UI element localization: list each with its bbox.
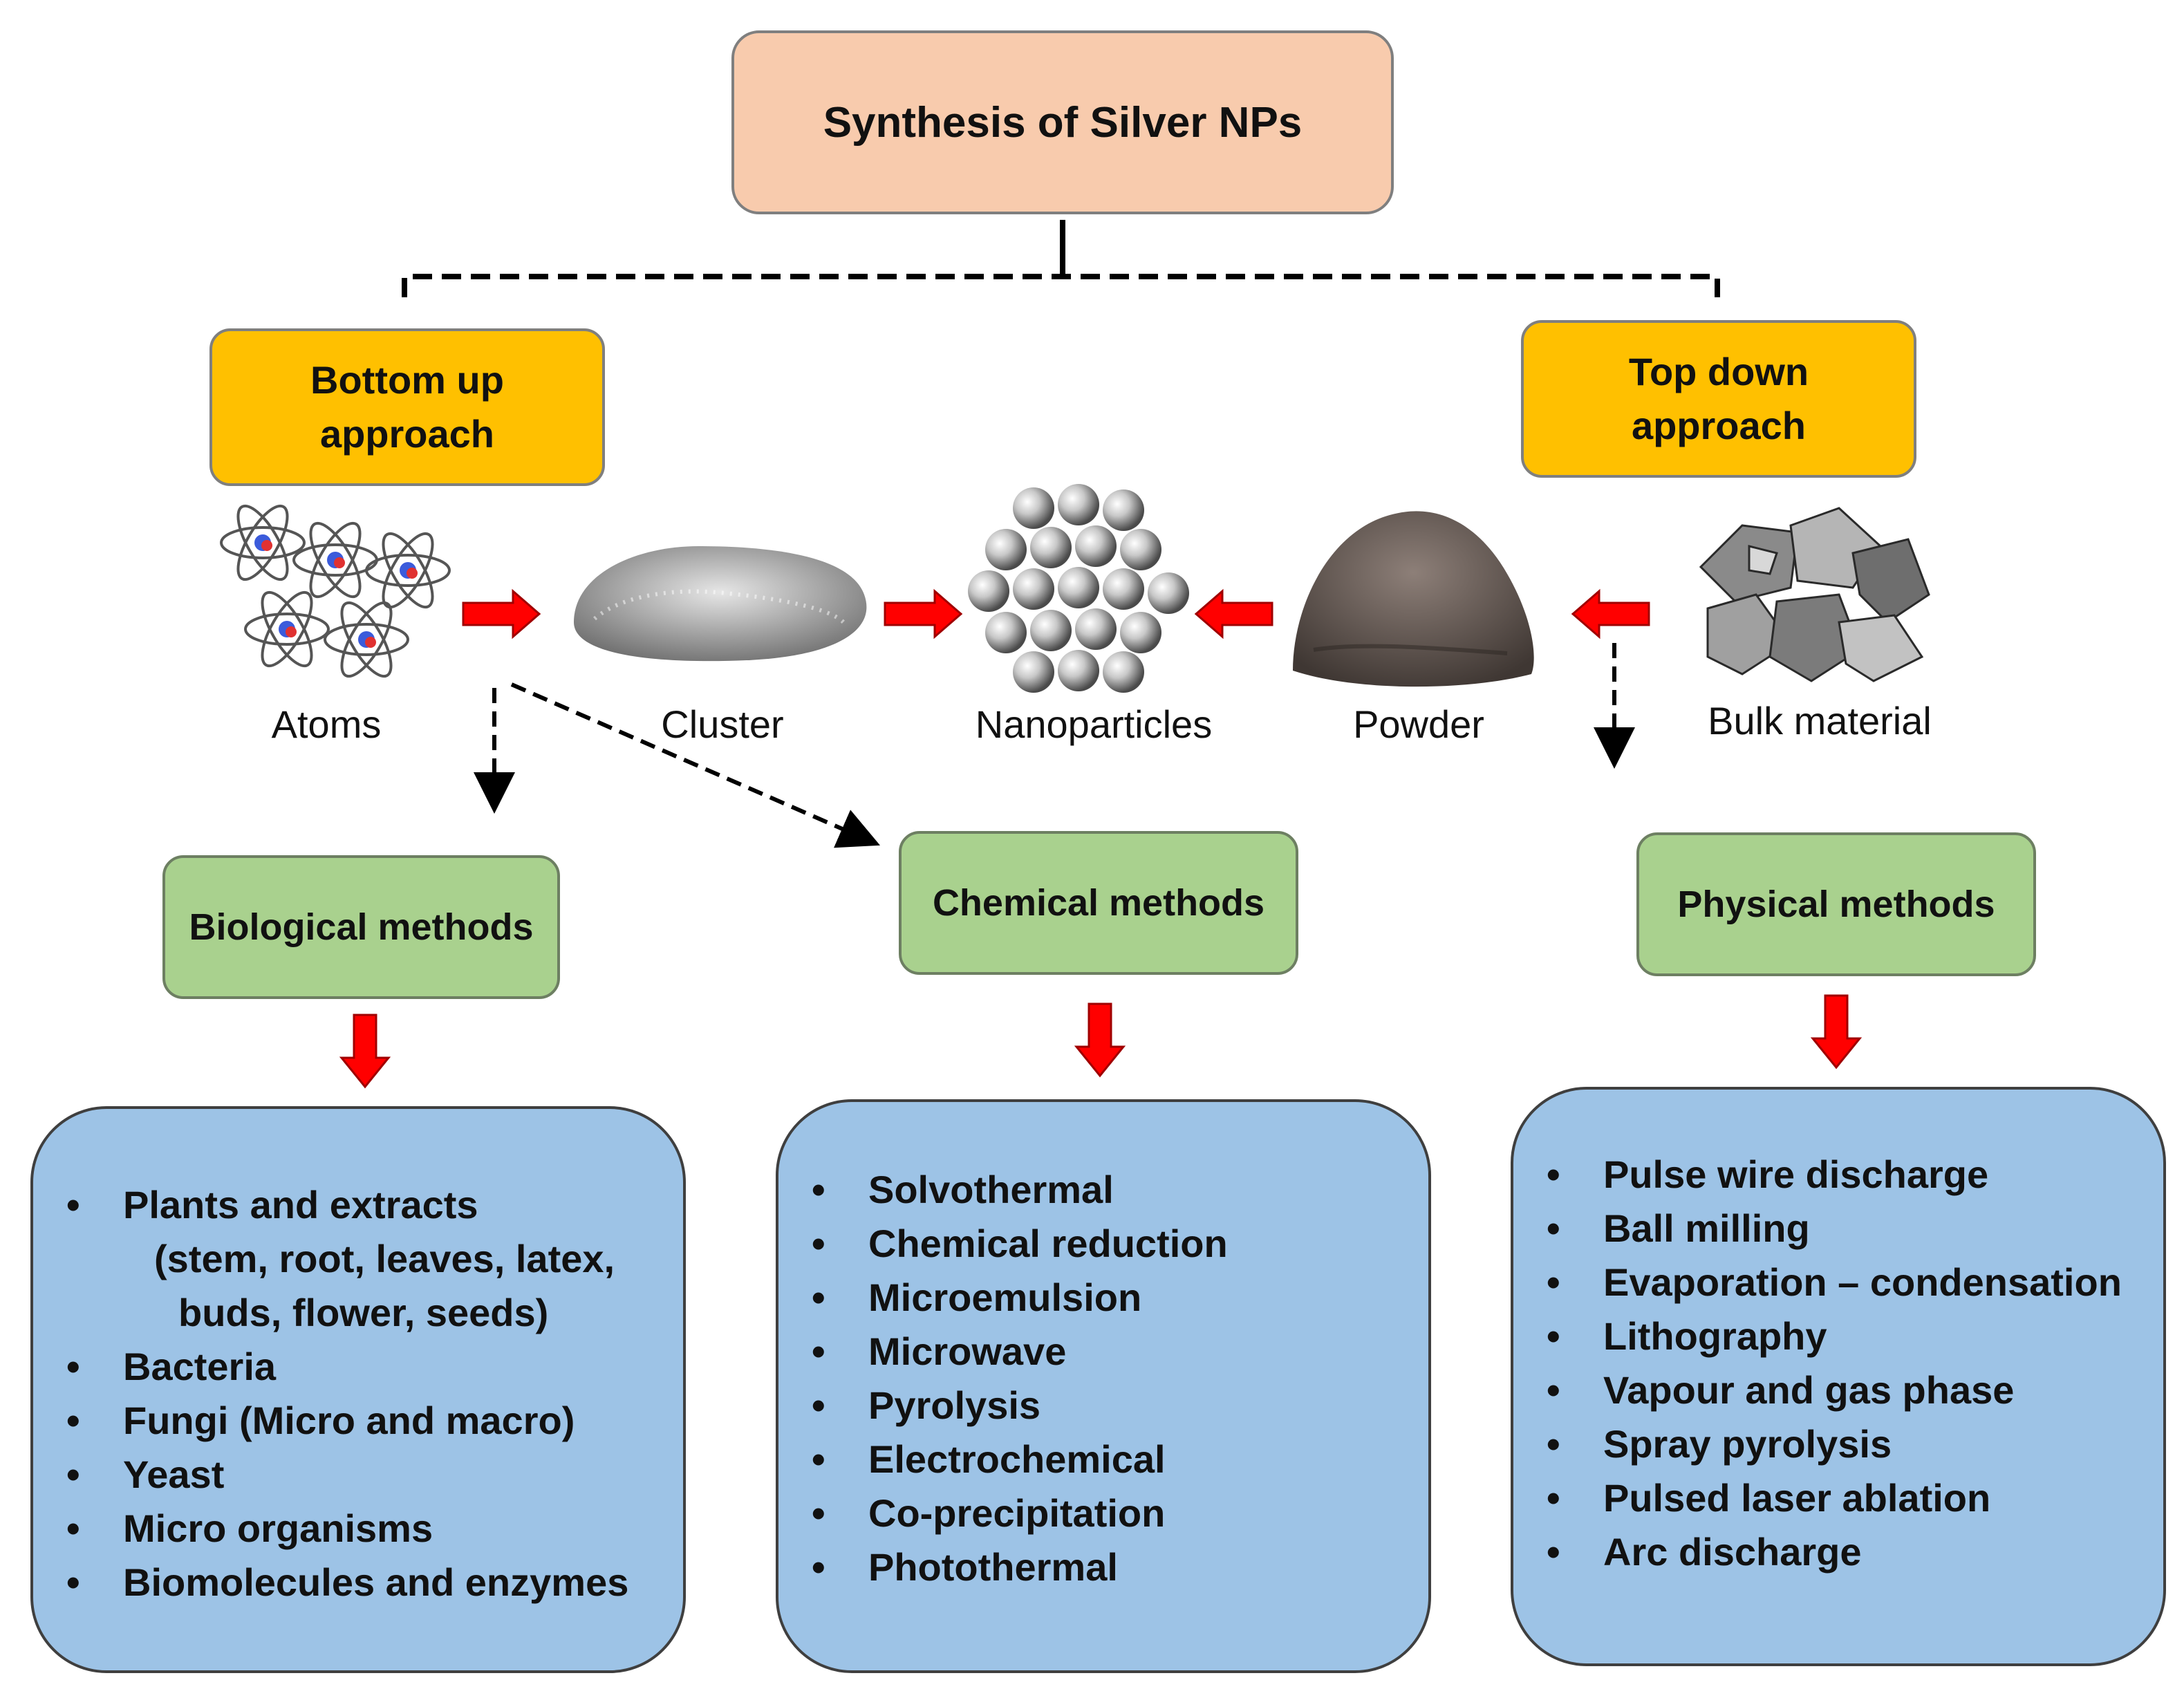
title-box: Synthesis of Silver NPs: [731, 30, 1394, 214]
stage-label-atoms: Atoms: [271, 702, 382, 746]
physical-methods-list: Pulse wire discharge Ball milling Evapor…: [1511, 1087, 2166, 1666]
arrow-cluster-to-nanoparticles: [884, 588, 963, 640]
cluster-image: [574, 546, 867, 662]
chemical-methods-title: Chemical methods: [932, 882, 1265, 924]
diagram-title: Synthesis of Silver NPs: [823, 98, 1303, 147]
arrow-powder-to-nanoparticles: [1194, 588, 1273, 640]
stage-label-cluster: Cluster: [661, 702, 784, 746]
list-item: Fungi (Micro and macro): [33, 1394, 683, 1448]
red-process-arrows: [462, 588, 1650, 640]
list-item: Vapour and gas phase: [1513, 1363, 2163, 1417]
list-item: Chemical reduction: [778, 1217, 1428, 1271]
stage-label-powder: Powder: [1353, 702, 1484, 746]
bottom-up-approach-box: Bottom up approach: [209, 328, 605, 486]
list-item: Microwave: [778, 1325, 1428, 1379]
arrow-bulk-to-powder: [1571, 588, 1650, 640]
title-connector: [402, 220, 1720, 297]
bottom-up-line-1: Bottom up: [310, 358, 504, 402]
nanoparticles-image: [968, 484, 1189, 693]
stage-label-nanoparticles: Nanoparticles: [975, 702, 1213, 746]
chemical-methods-list: Solvothermal Chemical reduction Microemu…: [776, 1099, 1431, 1673]
red-down-arrows: [339, 994, 1863, 1089]
method-connectors: [474, 643, 1635, 848]
list-item: Plants and extracts (stem, root, leaves,…: [33, 1178, 683, 1340]
arrow-physical-down: [1810, 994, 1863, 1070]
list-item-detail: (stem, root, leaves, latex,: [154, 1237, 615, 1280]
list-item: Lithography: [1513, 1309, 2163, 1363]
stage-label-bulk-material: Bulk material: [1708, 699, 1932, 743]
list-item: Micro organisms: [33, 1502, 683, 1556]
list-item: Ball milling: [1513, 1202, 2163, 1256]
list-item: Co-precipitation: [778, 1486, 1428, 1540]
biological-methods-list: Plants and extracts (stem, root, leaves,…: [30, 1106, 686, 1673]
list-item: Evaporation – condensation: [1513, 1256, 2163, 1309]
list-item: Photothermal: [778, 1540, 1428, 1594]
physical-methods-title: Physical methods: [1677, 884, 1995, 925]
list-item: Arc discharge: [1513, 1525, 2163, 1579]
arrow-biological-down: [339, 1014, 391, 1089]
powder-image: [1293, 511, 1534, 687]
list-item: Pulse wire discharge: [1513, 1148, 2163, 1202]
top-down-approach-box: Top down approach: [1521, 320, 1916, 478]
biological-methods-box: Biological methods: [162, 855, 560, 999]
atoms-image: [220, 504, 451, 678]
list-item: Spray pyrolysis: [1513, 1417, 2163, 1471]
arrow-to-chemical: [510, 682, 880, 848]
bottom-up-line-2: approach: [319, 412, 495, 456]
list-item: Yeast: [33, 1448, 683, 1502]
list-item-detail: buds, flower, seeds): [178, 1291, 549, 1334]
list-item: Electrochemical: [778, 1433, 1428, 1486]
biological-methods-title: Biological methods: [189, 906, 534, 948]
list-item: Microemulsion: [778, 1271, 1428, 1325]
top-down-line-2: approach: [1631, 404, 1807, 447]
bulk-material-image: [1699, 507, 1930, 682]
list-item: Bacteria: [33, 1340, 683, 1394]
arrow-chemical-down: [1074, 1002, 1126, 1078]
list-item: Pyrolysis: [778, 1379, 1428, 1433]
list-item: Biomolecules and enzymes: [33, 1556, 683, 1609]
arrow-atoms-to-cluster: [462, 588, 541, 640]
physical-methods-box: Physical methods: [1636, 832, 2036, 976]
top-down-line-1: Top down: [1628, 350, 1809, 393]
list-item: Pulsed laser ablation: [1513, 1471, 2163, 1525]
chemical-methods-box: Chemical methods: [899, 831, 1298, 975]
list-item: Solvothermal: [778, 1163, 1428, 1217]
